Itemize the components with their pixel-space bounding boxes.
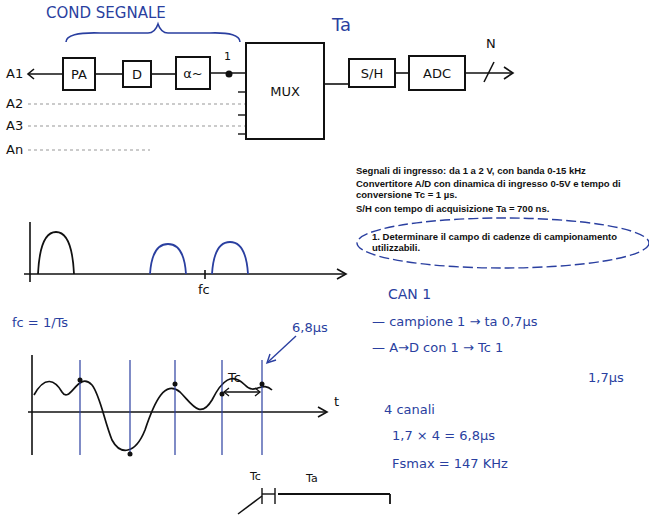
arrowhead [318,407,327,417]
timing-sketch [238,496,262,514]
axis [28,411,326,413]
calc-note: Fsmax = 147 KHz [392,456,508,472]
block-label: ADC [420,66,454,81]
timing-sketch [389,494,391,504]
block-label: PA [68,67,90,82]
dimension: Tc [228,370,241,386]
input-wire [28,103,245,104]
point-number: 1 [224,50,231,63]
block-label: D [129,67,145,82]
spec-note: Segnali di ingresso: da 1 a 2 V, con ban… [356,166,646,177]
timing-sketch [278,493,390,495]
timing-sketch [274,488,275,504]
spec-note: S/H con tempo di acquisizione Ta = 700 n… [356,204,646,215]
input-wire [28,73,62,75]
block-label: MUX [267,84,303,99]
node-dot [226,71,233,78]
block-box: D [122,60,152,88]
arrowhead [337,269,346,279]
block-box: α~ [175,56,211,90]
multiplexer-box: MUX [245,42,325,140]
input-wire [28,149,150,150]
block-box: PA [62,57,96,91]
channel-name: An [6,142,23,158]
input-wire [28,125,245,126]
channel-name: A2 [6,96,23,112]
spectrum-lobe [38,232,74,274]
bus-slash [484,62,494,82]
calc-note: 1,7µs [588,370,624,386]
signal-name: Ta [332,14,351,36]
block-box: S/H [348,58,396,88]
arrowhead [224,388,260,396]
brace [66,24,240,42]
axis-label: t [334,394,339,410]
dimension-line [224,391,260,392]
calc-note: 1,7 × 4 = 6,8µs [392,428,495,444]
mux-input [238,133,245,134]
channel-name: A3 [6,118,23,134]
calc-note: CAN 1 [388,286,431,303]
calc-note: 4 canali [384,402,435,418]
signal-wire [96,73,122,75]
arrowhead [28,69,34,79]
signal-wire [211,72,245,74]
highlight-ellipse [357,218,649,268]
timing-sketch [261,488,262,504]
calc-note: — campione 1 → ta 0,7µs [372,314,537,330]
spectrum-lobe [212,242,248,274]
sample-lines [80,360,262,455]
calc-note: — A→D con 1 → Tc 1 [372,340,503,356]
leader-line [268,336,296,362]
axis [31,355,33,455]
mux-input [238,114,245,115]
signal-wire [325,83,348,85]
question-note: 1. Determinare il campo di cadenze di ca… [372,232,634,254]
heading-note: COND SEGNALE [46,4,166,22]
mux-input [238,91,245,92]
timing-label: Tc [250,470,261,483]
arrowhead [504,67,513,79]
axis [29,222,31,282]
block-label: S/H [358,66,386,81]
bus-width: N [486,36,496,52]
waveform [34,379,272,451]
dimension: 6,8µs [292,320,328,336]
axis [24,273,345,275]
block-label: α~ [180,66,205,81]
timing-sketch [262,493,275,494]
tick [204,270,206,279]
signal-wire [396,72,408,74]
channel-name: A1 [6,66,23,82]
spec-note: Convertitore A/D con dinamica di ingress… [356,179,646,201]
arrowhead [267,354,276,363]
formula: fc = 1/Ts [12,315,68,331]
signal-wire [152,73,175,75]
block-box: ADC [408,55,466,91]
spectrum-lobe [150,244,186,274]
timing-label: Ta [306,472,318,485]
sample-dots [78,378,265,457]
axis-label: fc [198,282,210,298]
